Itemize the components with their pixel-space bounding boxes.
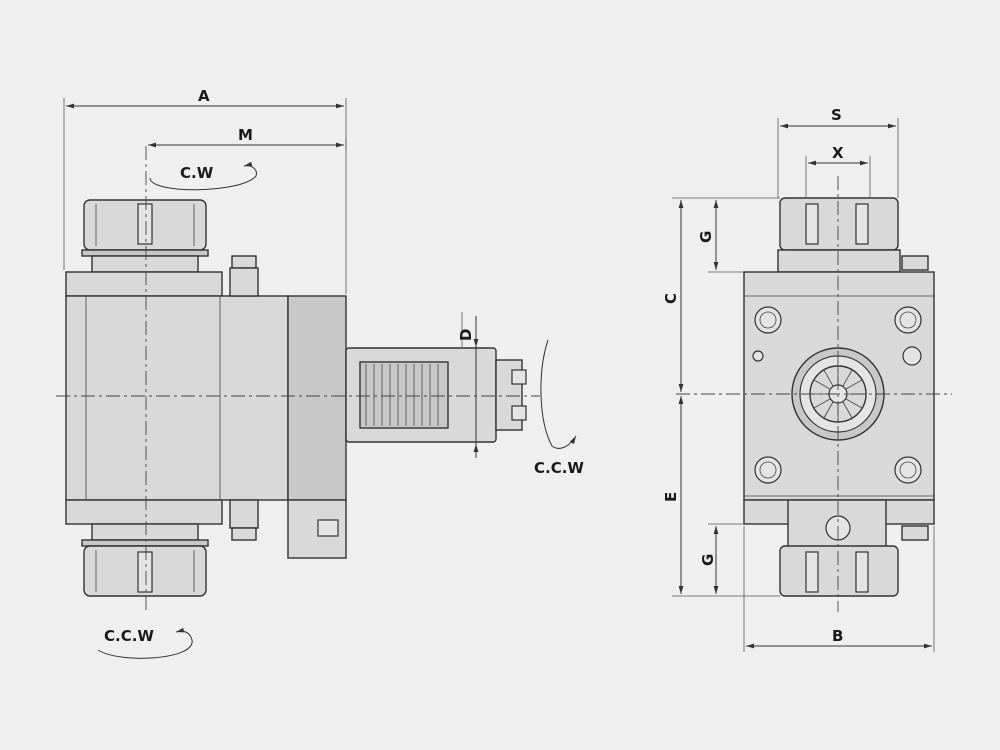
dimension-d: D [457, 312, 479, 458]
label-b: B [832, 627, 843, 645]
bolt-holes [752, 306, 922, 484]
label-d: D [457, 329, 475, 341]
front-screw-top [901, 255, 929, 271]
screw-bottom [229, 499, 259, 541]
rotation-cw-top: C.W [149, 161, 257, 191]
label-x: X [832, 144, 844, 162]
collet-slots [810, 366, 866, 422]
label-g-bottom: G [699, 554, 717, 566]
top-collet-nut [81, 199, 209, 273]
shank [345, 347, 527, 443]
dimension-a: A [63, 87, 347, 294]
drive-plate [287, 499, 347, 559]
screw-top [229, 255, 259, 297]
label-e: E [662, 492, 680, 502]
flange [287, 295, 347, 501]
label-a: A [198, 87, 210, 105]
bottom-collet-nut [81, 523, 209, 597]
bolt-hole [754, 306, 782, 334]
bolt-hole [754, 456, 782, 484]
front-view: S X G C E G [662, 106, 952, 652]
dimension-b: B [743, 526, 935, 652]
label-cw-top: C.W [180, 164, 214, 182]
label-m: M [238, 126, 253, 144]
label-g-top: G [697, 231, 715, 243]
rotation-ccw-bottom: C.C.W [97, 627, 193, 659]
label-ccw-right: C.C.W [534, 459, 584, 477]
dimension-c: C [662, 197, 708, 392]
side-view: A M D C.W C.C.W C.C.W [56, 87, 584, 659]
label-s: S [831, 106, 842, 124]
shank-grooves [365, 364, 439, 426]
dimension-s: S [777, 106, 899, 198]
dimension-m: M [148, 126, 347, 150]
dimension-g-top: G [697, 197, 780, 273]
front-top-collet-nut [777, 197, 901, 273]
dimension-e: E [662, 396, 780, 597]
bolt-hole [894, 456, 922, 484]
label-ccw-bottom: C.C.W [104, 627, 154, 645]
bolt-hole [894, 306, 922, 334]
dimension-x: X [805, 144, 871, 198]
front-bottom-collet-nut [779, 545, 899, 597]
main-body [65, 271, 289, 525]
rotation-ccw-right: C.C.W [534, 339, 584, 477]
dimension-g-bottom: G [699, 523, 744, 594]
label-c: C [662, 293, 680, 304]
